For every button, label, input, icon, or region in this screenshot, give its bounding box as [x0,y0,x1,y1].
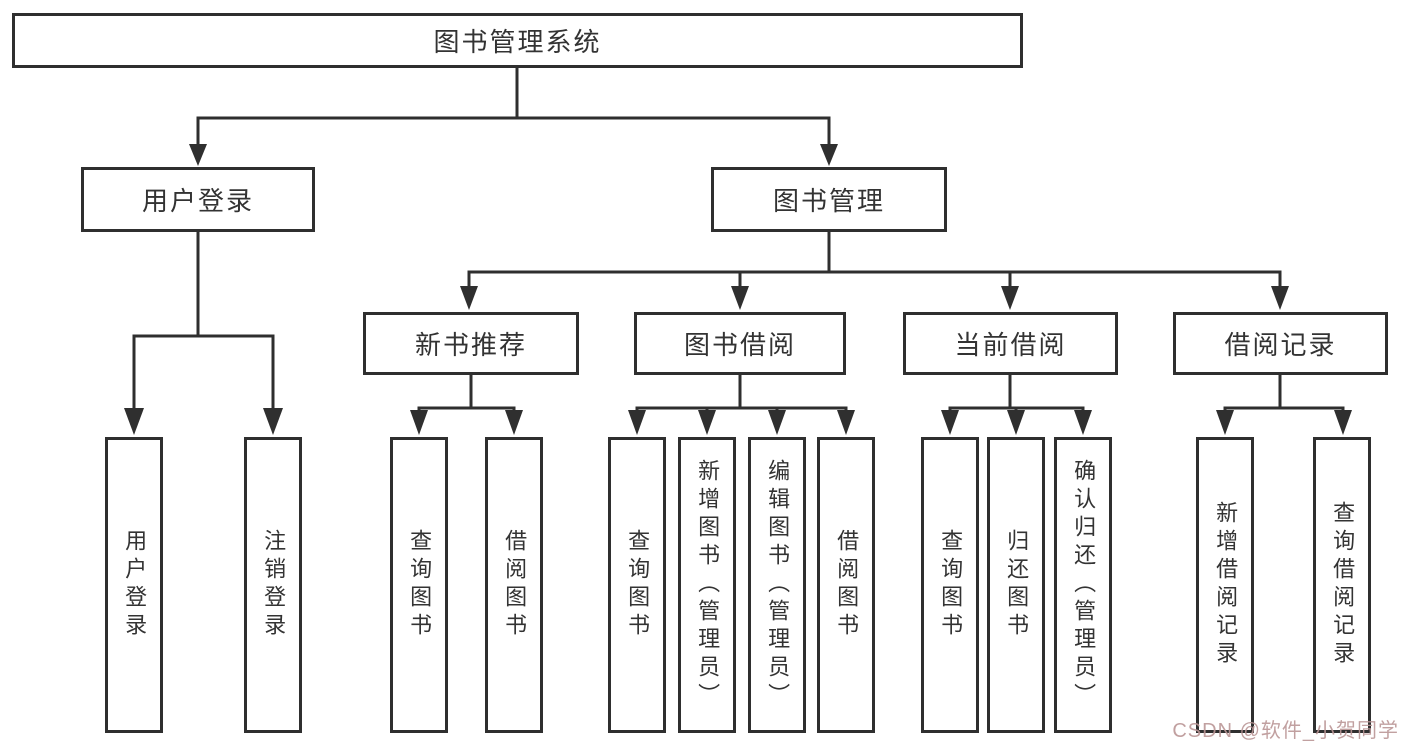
leaf-current-return-books: 归还图书 [987,437,1045,733]
leaf-current-query-books: 查询图书 [921,437,979,733]
leaf-records-add-borrow-record: 新增借阅记录 [1196,437,1254,733]
connector-root-to-level2 [189,68,838,166]
node-label: 借阅记录 [1224,330,1337,360]
node-new-book-recommend: 新书推荐 [363,312,579,375]
node-label: 图书借阅 [683,330,796,360]
leaf-current-confirm-return-admin: 确认归还（管理员） [1054,437,1112,733]
node-label: 当前借阅 [954,330,1067,360]
connector-book-mgmt-to-level3 [460,232,1289,310]
leaf-borrow-add-books-admin: 新增图书（管理员） [678,437,736,733]
node-book-borrow: 图书借阅 [634,312,846,375]
leaf-borrow-borrow-books: 借阅图书 [817,437,875,733]
leaf-label: 查询图书 [407,529,433,641]
leaf-label: 借阅图书 [834,529,860,641]
leaf-user-login: 用户登录 [105,437,163,733]
node-label: 图书管理 [772,186,885,216]
csdn-watermark: CSDN @软件_小贺同学 [1172,720,1399,742]
leaf-label: 查询借阅记录 [1330,501,1356,669]
leaf-borrow-edit-books-admin: 编辑图书（管理员） [748,437,806,733]
node-label: 图书管理系统 [433,27,602,57]
node-current-borrow: 当前借阅 [903,312,1118,375]
leaf-label: 查询图书 [938,529,964,641]
node-label: 新书推荐 [414,330,527,360]
leaf-label: 查询图书 [625,529,651,641]
node-book-management: 图书管理 [711,167,947,232]
node-borrow-records: 借阅记录 [1173,312,1388,375]
leaf-label: 新增图书（管理员） [695,459,721,711]
node-root: 图书管理系统 [12,13,1023,68]
leaf-label: 确认归还（管理员） [1071,459,1097,711]
leaf-label: 借阅图书 [502,529,528,641]
leaf-newrec-borrow-books: 借阅图书 [485,437,543,733]
leaf-label: 新增借阅记录 [1213,501,1239,669]
leaf-newrec-query-books: 查询图书 [390,437,448,733]
connector-book-borrow-to-leaves [628,375,855,435]
leaf-records-query-borrow-record: 查询借阅记录 [1313,437,1371,733]
connector-new-books-to-leaves [410,375,523,435]
leaf-borrow-query-books: 查询图书 [608,437,666,733]
leaf-label: 归还图书 [1004,529,1030,641]
leaf-label: 用户登录 [122,529,148,641]
node-user-login: 用户登录 [81,167,315,232]
leaf-label: 注销登录 [261,529,287,641]
leaf-logout-login: 注销登录 [244,437,302,733]
connector-borrow-records-to-leaves [1216,375,1352,435]
connector-current-borrow-to-leaves [941,375,1092,435]
node-label: 用户登录 [141,186,254,216]
connector-user-login-to-leaves [124,232,283,435]
leaf-label: 编辑图书（管理员） [765,459,791,711]
